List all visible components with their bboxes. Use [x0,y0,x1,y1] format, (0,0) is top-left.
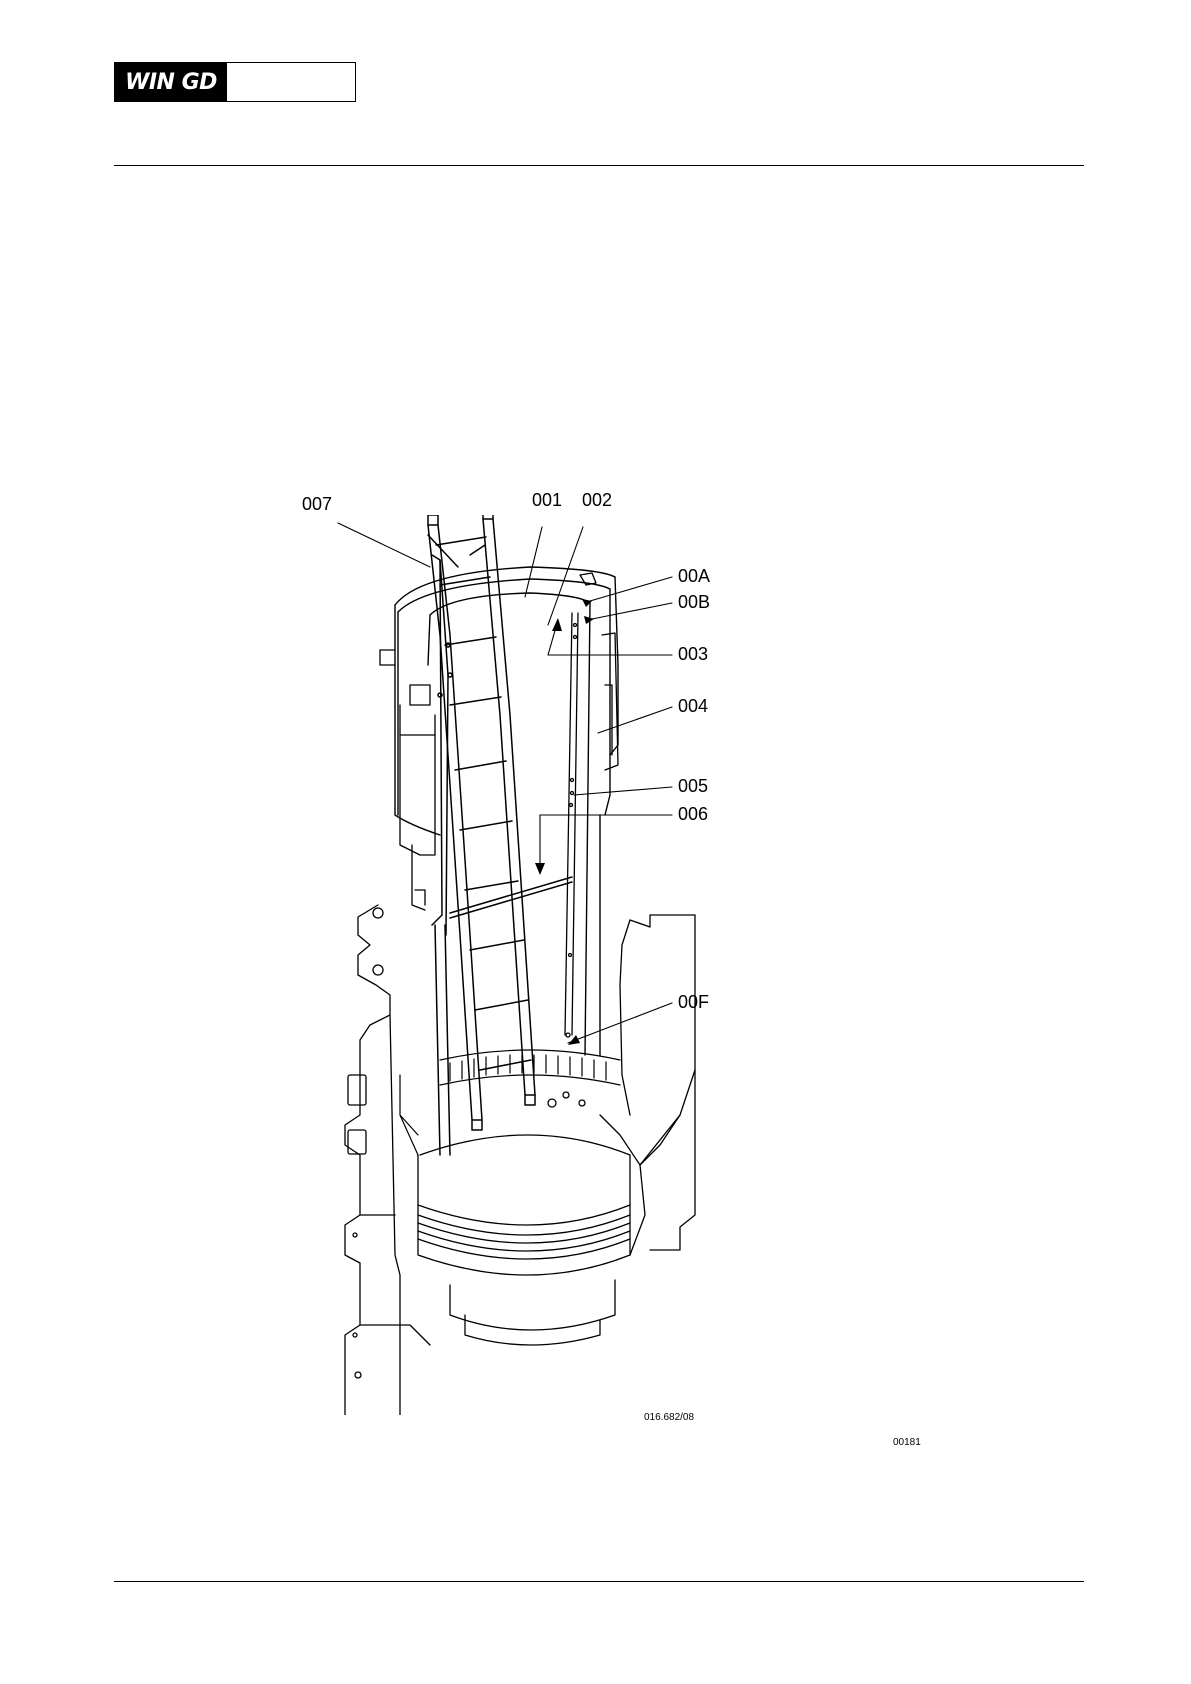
header-rule [114,165,1084,166]
callout-001: 001 [532,491,562,509]
scavenge-ports [400,1050,620,1155]
callout-002: 002 [582,491,612,509]
footer-rule [114,1581,1084,1582]
cylinder-liner-ladder-illustration: 007 001 002 00A 00B 003 004 005 006 00F … [300,515,800,1415]
figure-id: 00181 [893,1438,921,1448]
cooling-jacket [380,633,618,910]
header-logo-blank-field [227,63,355,101]
ladder [428,515,572,1155]
callout-arrowheads [535,599,594,1045]
callout-00B: 00B [678,593,710,611]
wingd-logo-mark: WIN GD [115,63,227,101]
callout-00F: 00F [678,993,709,1011]
header-logo: WIN GD [114,62,356,102]
callout-006: 006 [678,805,708,823]
callout-005: 005 [678,777,708,795]
callout-007: 007 [302,495,332,513]
measuring-rod [565,573,596,1037]
callout-004: 004 [678,697,708,715]
callout-003: 003 [678,645,708,663]
drawing-number: 016.682/08 [644,1413,694,1423]
callout-00A: 00A [678,567,710,585]
engine-frame [345,905,695,1415]
